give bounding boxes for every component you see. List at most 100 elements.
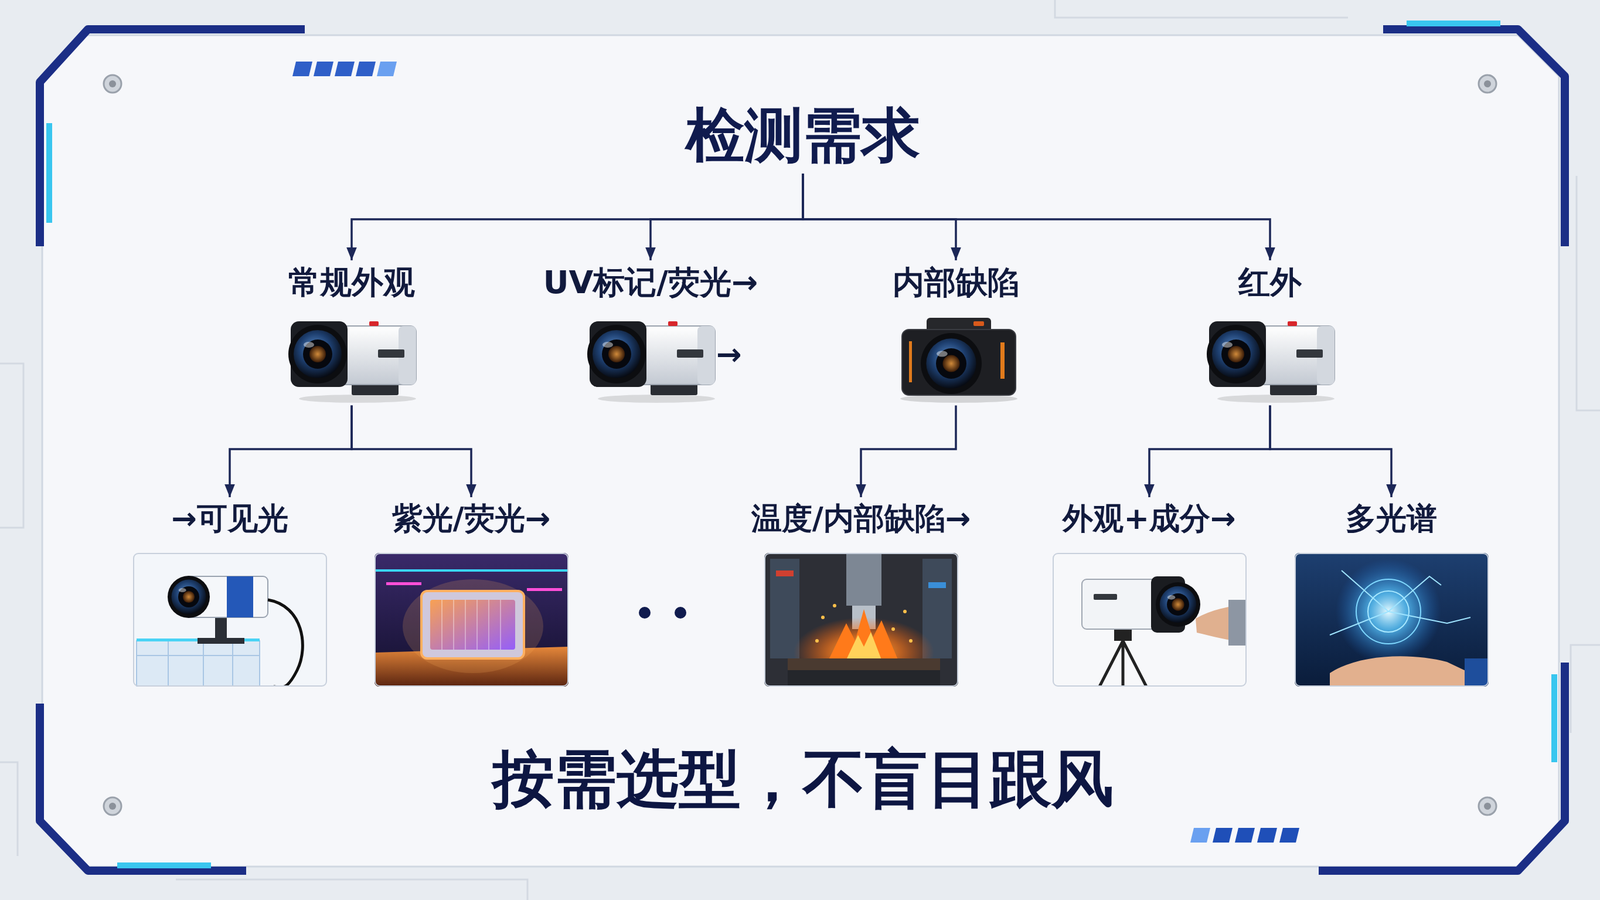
- node-illustration: [764, 552, 959, 687]
- flow-arrow: [1270, 405, 1392, 498]
- photo-illustration-part: [267, 599, 303, 687]
- camera-illustration-part: [589, 321, 647, 387]
- photo-illustration-part: [821, 615, 825, 619]
- photo-illustration: [1052, 552, 1247, 687]
- camera-illustration-part: [1296, 349, 1323, 358]
- circuit-lines-part: [0, 761, 18, 856]
- camera-illustration-part: [1221, 339, 1251, 369]
- camera-illustration-part: [668, 321, 678, 326]
- photo-illustration-part: [1166, 594, 1176, 600]
- screws-part: [109, 80, 117, 88]
- photo-illustration-part: [846, 631, 882, 660]
- circuit-lines-part: [0, 363, 24, 528]
- stripe-bars-part: [1279, 827, 1300, 843]
- camera-illustration-part: [1000, 342, 1005, 379]
- camera-illustration: [288, 321, 417, 403]
- camera-illustration-part: [1217, 394, 1335, 403]
- photo-illustration-part: [178, 586, 200, 608]
- camera-illustration-part: [597, 394, 716, 403]
- camera-illustration-part: [1221, 341, 1233, 348]
- photo-illustration-part: [430, 599, 516, 650]
- camera-illustration-part: [901, 329, 1016, 396]
- node-illustration: [1199, 312, 1341, 404]
- photo-illustration-part: [775, 570, 794, 577]
- camera-illustration-part: [303, 339, 333, 369]
- camera-illustration-part: [290, 321, 348, 387]
- node-illustration: [580, 312, 721, 404]
- photo-illustration-part: [1464, 658, 1489, 687]
- photo-illustration-part: [909, 638, 913, 643]
- photo-illustration-part: [846, 552, 882, 606]
- arrow-symbol: →: [716, 336, 742, 372]
- option-node: →可见光: [130, 499, 330, 687]
- camera-illustration-part: [336, 325, 417, 385]
- flow-arrow: [802, 173, 1271, 261]
- camera-illustration-part: [378, 349, 405, 358]
- photo-illustration-part: [1171, 597, 1184, 611]
- node-illustration-part: [764, 553, 958, 686]
- option-node: 紫光/荧光→: [371, 499, 572, 687]
- camera-illustration-part: [303, 341, 315, 348]
- camera-illustration-part: [1227, 345, 1245, 363]
- option-node: 多光谱: [1291, 499, 1492, 687]
- node-illustration: [1052, 552, 1247, 687]
- photo-illustration-part: [1155, 581, 1201, 627]
- photo-illustration-part: [1052, 552, 1247, 687]
- ellipsis-dots-part: [674, 606, 687, 619]
- node-label: UV标记/荧光→: [540, 262, 761, 303]
- circuit-lines-part: [1054, 0, 1348, 18]
- camera-illustration-part: [592, 329, 641, 379]
- camera-illustration: [1206, 321, 1335, 403]
- photo-illustration: [1294, 552, 1489, 687]
- node-illustration: [1294, 552, 1489, 687]
- caption-text: 按需选型，不盲目跟风: [0, 737, 1600, 822]
- photo-illustration-part: [215, 615, 227, 640]
- category-node: UV标记/荧光→: [532, 262, 769, 404]
- option-node: 外观+成分→: [1049, 499, 1250, 687]
- stripe-bars-part: [313, 61, 334, 77]
- stripe-bars-part: [292, 61, 313, 77]
- photo-illustration: [133, 552, 328, 687]
- photo-illustration-part: [136, 640, 260, 687]
- category-node: 内部缺陷: [867, 262, 1044, 404]
- photo-illustration-part: [764, 552, 959, 687]
- circuit-lines-part: [175, 879, 528, 900]
- camera-illustration-part: [587, 324, 646, 384]
- node-illustration-part: [375, 553, 568, 686]
- heading-node: 检测需求: [662, 98, 944, 172]
- photo-illustration-part: [770, 558, 800, 659]
- cyan-accents-part: [46, 123, 53, 223]
- camera-illustration-part: [935, 348, 967, 379]
- photo-illustration: [374, 552, 569, 687]
- camera-illustration-part: [1212, 329, 1261, 379]
- camera-illustration: [900, 317, 1018, 403]
- node-illustration-part: [1053, 553, 1247, 686]
- camera-illustration-part: [926, 338, 976, 388]
- camera-illustration-part: [309, 345, 326, 363]
- camera-illustration-part: [900, 394, 1018, 403]
- node-label: 多光谱: [1343, 499, 1440, 538]
- photo-illustration-part: [421, 590, 524, 659]
- camera-illustration-part: [1209, 321, 1266, 387]
- camera-illustration-part: [1255, 325, 1335, 385]
- node-illustration-part: [1295, 553, 1489, 686]
- stripe-bars-part: [355, 61, 376, 77]
- node-label: →可见光: [168, 499, 291, 538]
- photo-illustration-part: [1099, 640, 1147, 687]
- screws-part: [103, 797, 122, 815]
- photo-illustration-part: [1093, 593, 1118, 600]
- cyan-accents-part: [1406, 20, 1501, 27]
- screws: [103, 75, 1497, 815]
- photo-illustration-part: [1159, 586, 1196, 623]
- flow-arrow: [802, 173, 956, 261]
- stripe-bars-part: [376, 61, 397, 77]
- photo-illustration-part: [1166, 593, 1190, 616]
- option-node: 温度/内部缺陷→: [740, 499, 982, 687]
- photo-illustration-part: [178, 587, 186, 592]
- photo-illustration-part: [928, 581, 946, 588]
- node-label: 检测需求: [683, 98, 923, 172]
- screws-part: [1478, 75, 1497, 93]
- camera-illustration-part: [602, 341, 614, 348]
- screws-part: [1483, 802, 1491, 810]
